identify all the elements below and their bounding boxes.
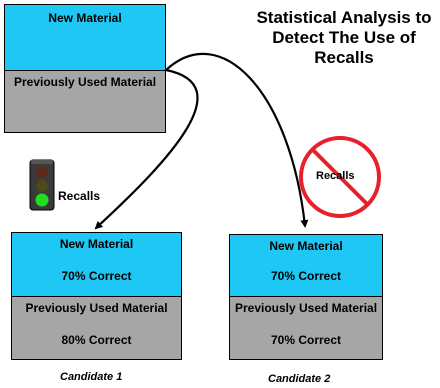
top-new-material-box: New Material [4,4,166,71]
candidate-2-new-material-box: New Material 70% Correct [229,234,383,297]
candidate-1-previously-used-box: Previously Used Material 80% Correct [11,296,182,360]
diagram-title: Statistical Analysis to Detect The Use o… [256,8,432,67]
arrow-to-candidate-1 [94,68,199,230]
arrow-to-candidate-2 [165,52,309,228]
candidate-2-new-material-label: New Material [269,239,343,253]
candidate-2-new-correct: 70% Correct [270,269,342,283]
candidate-1-prev-correct: 80% Correct [61,333,132,347]
candidate-1-caption: Candidate 1 [60,371,123,383]
candidate-2-previously-used-box: Previously Used Material 70% Correct [229,296,383,360]
no-recalls-sign-label: Recalls [316,170,355,182]
traffic-light-label: Recalls [58,189,101,203]
candidate-2-caption: Candidate 2 [268,373,331,385]
candidate-1-new-material-label: New Material [59,237,134,251]
top-new-material-label: New Material [48,11,122,25]
candidate-2-prev-correct: 70% Correct [270,333,342,347]
candidate-1-new-material-box: New Material 70% Correct [11,232,182,297]
top-previously-used-box: Previously Used Material [4,70,166,133]
no-recalls-sign-icon [299,136,381,218]
traffic-light-icon [29,159,55,211]
top-previously-used-label: Previously Used Material [13,75,157,89]
candidate-1-new-correct: 70% Correct [61,269,132,283]
candidate-2-previously-used-label: Previously Used Material [234,301,378,315]
candidate-1-previously-used-label: Previously Used Material [25,301,168,315]
